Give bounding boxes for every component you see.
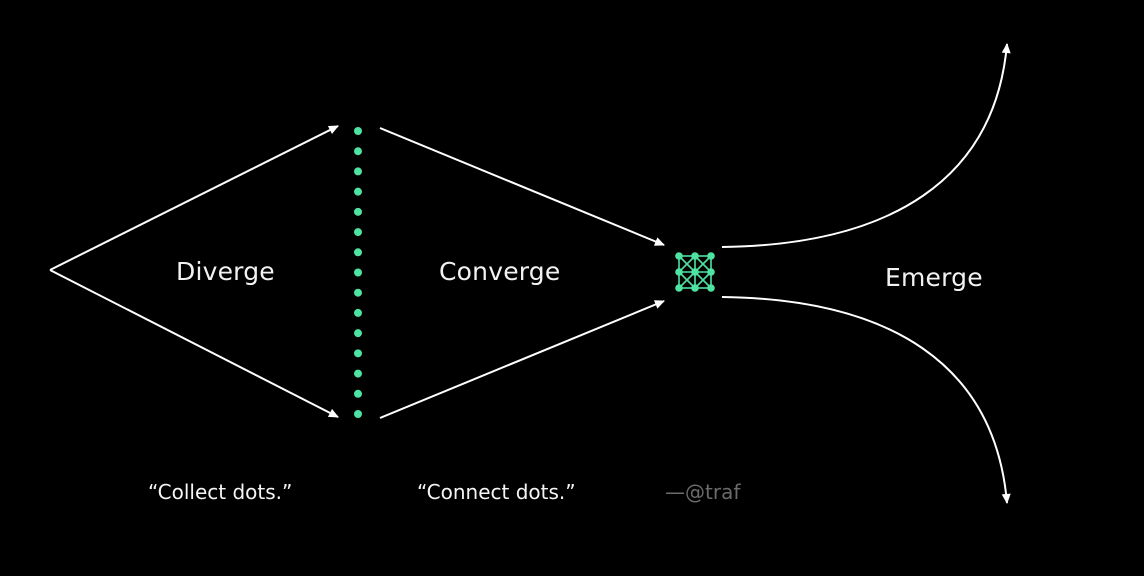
- grid-node-dot: [675, 284, 683, 292]
- connect-dots-quote: “Connect dots.”: [417, 480, 576, 504]
- grid-node-dot: [675, 252, 683, 260]
- collected-dot: [354, 288, 362, 297]
- grid-node-dot: [675, 268, 683, 276]
- converge-label: Converge: [439, 257, 561, 286]
- collected-dot: [354, 147, 362, 156]
- collected-dot: [354, 167, 362, 176]
- diverge-arrow-up: [49, 125, 339, 271]
- collected-dot: [354, 349, 362, 358]
- collected-dot: [354, 369, 362, 378]
- diverge-label: Diverge: [176, 257, 275, 286]
- grid-node-dot: [691, 284, 699, 292]
- collected-dot: [354, 207, 362, 216]
- collected-dot: [354, 268, 362, 277]
- collected-dot: [354, 228, 362, 237]
- collected-dot: [354, 308, 362, 317]
- collected-dots-column: [354, 127, 362, 418]
- emerge-arrow-down: [721, 296, 1011, 504]
- grid-node-dot: [707, 284, 715, 292]
- converge-arrow-bottom: [379, 300, 665, 419]
- emerge-label: Emerge: [885, 263, 983, 292]
- attribution: —@traf: [665, 480, 741, 504]
- diverge-arrow-down: [49, 269, 339, 418]
- grid-node-dot: [691, 268, 699, 276]
- emerge-arrow-up: [721, 43, 1011, 248]
- collected-dot: [354, 187, 362, 196]
- connected-dots-grid-icon: [675, 252, 715, 292]
- grid-node-dot: [691, 252, 699, 260]
- collect-dots-quote: “Collect dots.”: [148, 480, 293, 504]
- grid-node-dot: [707, 252, 715, 260]
- collected-dot: [354, 248, 362, 257]
- converge-arrow-top: [379, 127, 665, 246]
- collected-dot: [354, 410, 362, 418]
- grid-node-dot: [707, 268, 715, 276]
- collected-dot: [354, 329, 362, 338]
- collected-dot: [354, 127, 362, 135]
- collected-dot: [354, 389, 362, 398]
